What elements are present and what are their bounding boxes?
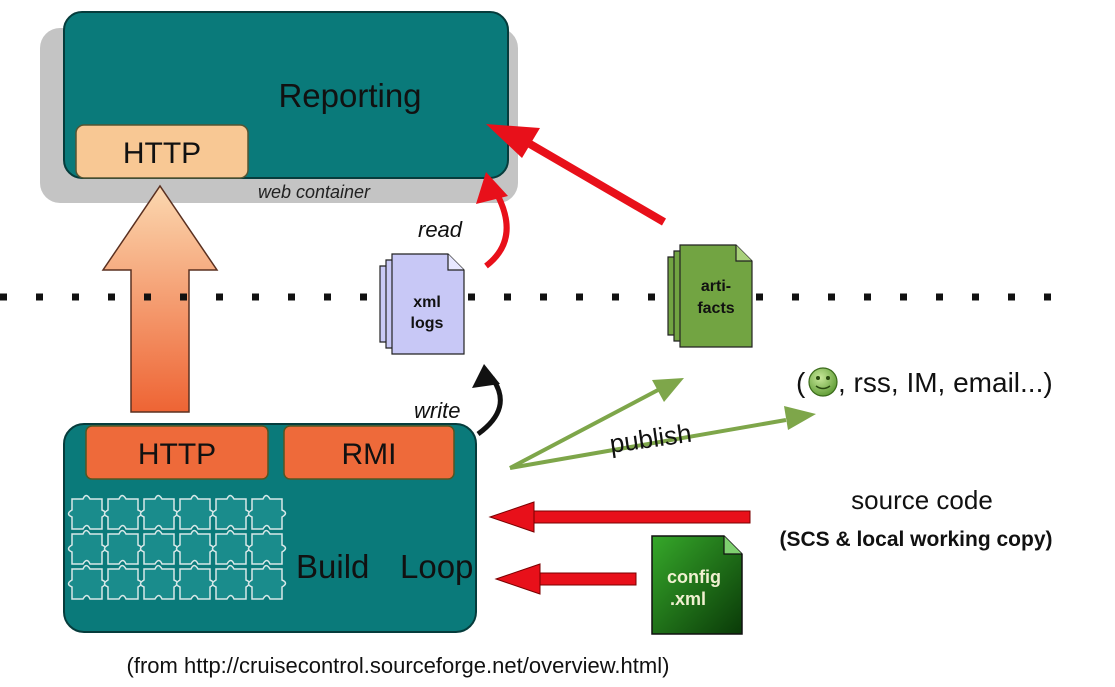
publish-targets-text: , rss, IM, email...) xyxy=(838,367,1053,398)
build-http-box xyxy=(85,425,269,480)
xml-logs-file: xml logs xyxy=(379,253,465,355)
source-caption: (from http://cruisecontrol.sourceforge.n… xyxy=(127,653,670,678)
build-rmi-box xyxy=(283,425,455,480)
reporting-web-container: Reporting HTTP web container xyxy=(40,11,518,203)
write-arrow xyxy=(472,364,503,437)
write-label: write xyxy=(414,398,460,423)
read-arrow xyxy=(476,172,510,269)
publish-open-paren: ( xyxy=(796,367,806,398)
config-xml-file: config .xml xyxy=(651,535,743,635)
source-code-label: source code xyxy=(851,485,993,515)
xml-logs-line2: logs xyxy=(411,315,444,332)
config-line1: config xyxy=(667,567,721,587)
config-line2: .xml xyxy=(670,589,706,609)
build-loop-title-word2: Loop xyxy=(400,548,473,585)
artifacts-file: arti- facts xyxy=(667,244,753,348)
build-loop-box-group: HTTP RMI Build Loop xyxy=(63,423,477,633)
artifacts-line2: facts xyxy=(697,300,734,317)
puzzle-pieces xyxy=(67,494,287,600)
source-code-detail: (SCS & local working copy) xyxy=(779,528,1052,551)
publish-arrow-to-artifacts xyxy=(509,378,684,470)
artifacts-line1: arti- xyxy=(701,278,731,295)
reporting-title: Reporting xyxy=(278,77,421,114)
source-code-arrow xyxy=(488,501,751,533)
config-arrow xyxy=(494,563,637,595)
http-up-arrow xyxy=(101,184,219,413)
build-loop-title-word1: Build xyxy=(296,548,369,585)
smiley-icon xyxy=(808,367,838,397)
build-http-label: HTTP xyxy=(138,438,216,471)
read-label: read xyxy=(418,217,463,242)
artifacts-to-reporting-arrow xyxy=(486,124,667,226)
reporting-http-label: HTTP xyxy=(123,137,201,170)
publish-label: publish xyxy=(608,418,694,459)
build-rmi-label: RMI xyxy=(342,438,397,471)
xml-logs-line1: xml xyxy=(413,294,441,311)
reporting-http-box xyxy=(75,124,249,179)
publish-arrow-to-targets xyxy=(509,406,816,470)
web-container-label: web container xyxy=(258,182,371,202)
